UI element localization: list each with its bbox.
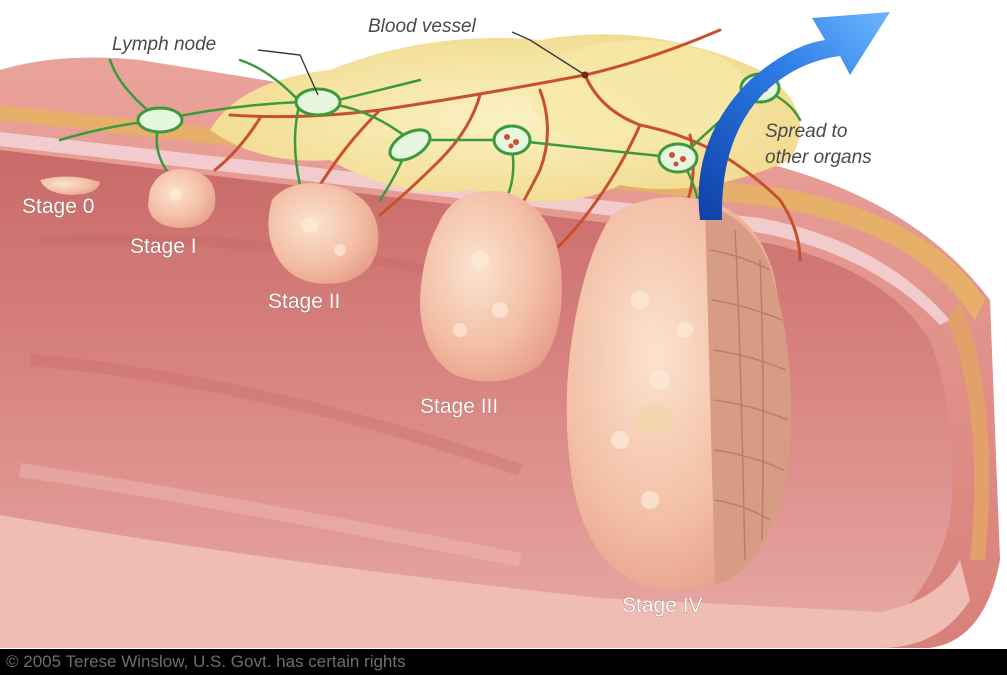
copyright-bar: © 2005 Terese Winslow, U.S. Govt. has ce… [0,649,1007,675]
stage-1-label: Stage I [130,235,197,258]
stage-2-label: Stage II [268,290,340,313]
copyright-text: © 2005 Terese Winslow, U.S. Govt. has ce… [6,652,406,672]
lymph-node-label: Lymph node [112,34,216,55]
lymph-node [138,108,182,132]
spread-label-line2: other organs [765,147,872,168]
lymph-node-with-cancer-cells [659,144,697,172]
tumor-stage-1 [148,169,215,228]
blood-vessel-label: Blood vessel [368,16,477,37]
tumor-stage-3 [420,191,562,382]
stage-0-label: Stage 0 [22,195,94,218]
spread-label-line1: Spread to [765,121,847,142]
lymph-node [296,89,340,115]
lymph-node-with-cancer-cells [494,126,530,154]
stage-3-label: Stage III [420,395,498,418]
stage-4-label: Stage IV [622,594,703,617]
